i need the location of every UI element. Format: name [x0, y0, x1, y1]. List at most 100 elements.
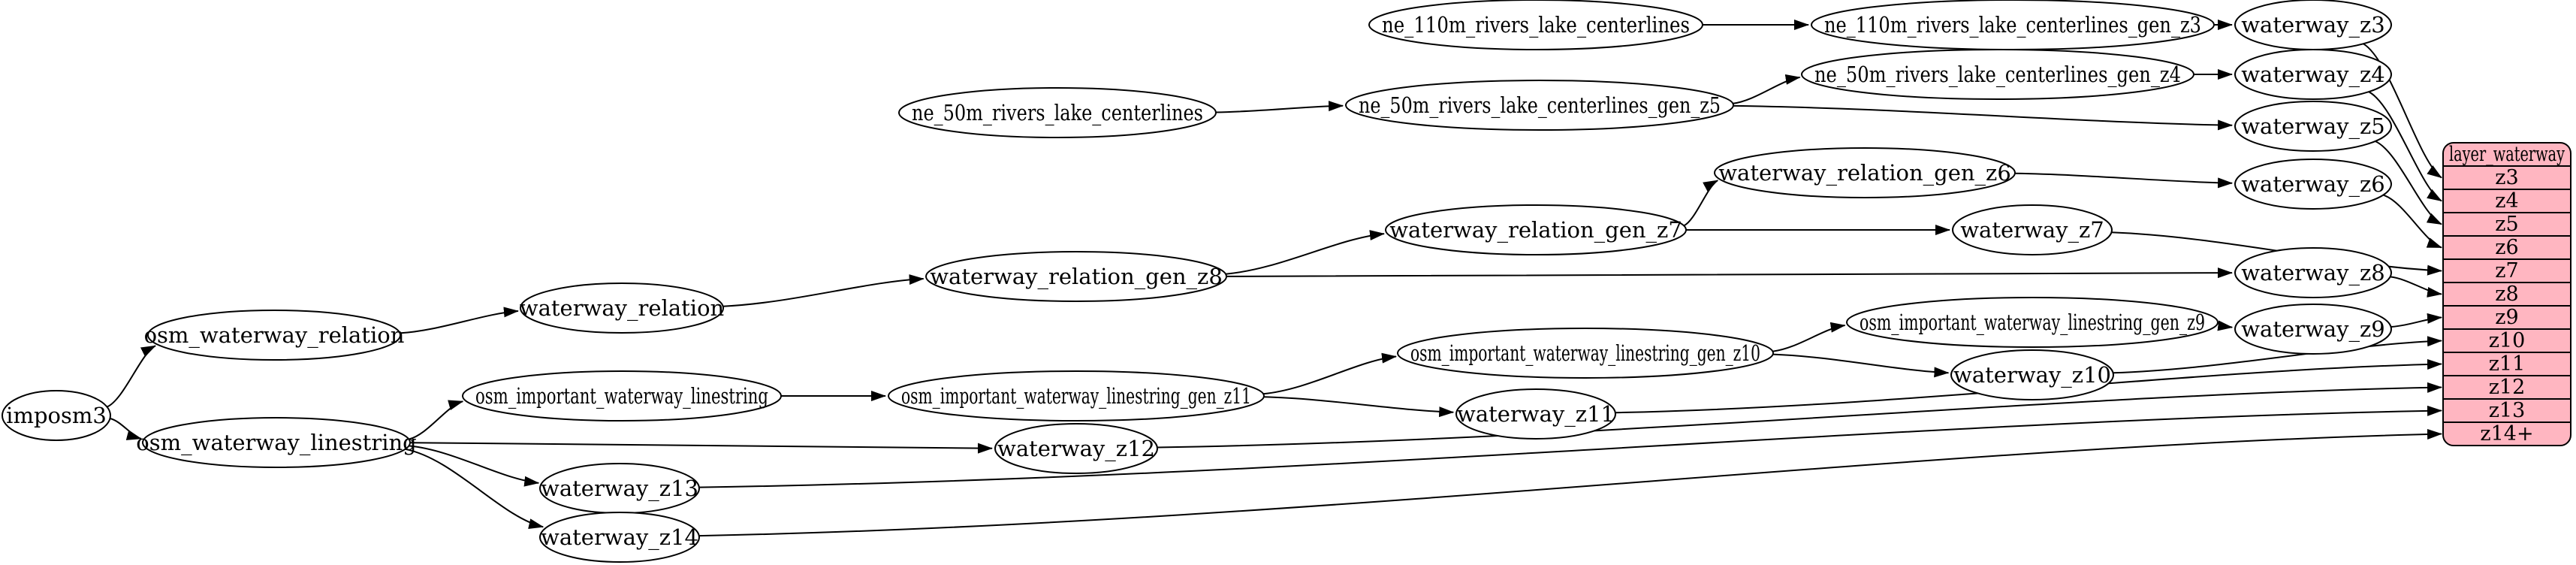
- node-osm_important_waterway_linestring_gen_z9: osm_important_waterway_linestring_gen_z9: [1846, 297, 2219, 348]
- waterway_z5-ellipse: [2234, 101, 2392, 152]
- waterway_relation_gen_z7-label: waterway_relation_gen_z7: [1389, 217, 1682, 243]
- osm_important_waterway_linestring-label: osm_important_waterway_linestring: [475, 383, 768, 409]
- node-ne_50m_rivers_lake_centerlines_gen_z4: ne_50m_rivers_lake_centerlines_gen_z4: [1801, 49, 2194, 100]
- node-waterway_z11: waterway_z11: [1455, 388, 1616, 440]
- edge-ne_50m_rivers_lake_centerlines_gen_z5-to-ne_50m_rivers_lake_centerlines_gen_z4: [1733, 74, 1801, 104]
- edge-ne_50m_rivers_lake_centerlines_gen_z5-to-waterway_z5: [1733, 104, 2234, 131]
- edge-waterway_z8-to-layer-row-z8: [2390, 276, 2442, 298]
- ne_110m_rivers_lake_centerlines-label: ne_110m_rivers_lake_centerlines: [1382, 12, 1690, 38]
- osm_important_waterway_linestring_gen_z9-label: osm_important_waterway_linestring_gen_z9: [1860, 310, 2205, 336]
- edge-osm_waterway_linestring-to-waterway_z13: [409, 445, 540, 487]
- waterway_z10-label: waterway_z10: [1953, 362, 2111, 388]
- edge-osm_important_waterway_linestring_gen_z9-to-waterway_z9: [2217, 320, 2234, 331]
- ne_110m_rivers_lake_centerlines-ellipse: [1368, 0, 1703, 50]
- node-waterway_z7: waterway_z7: [1952, 204, 2113, 255]
- waterway_z10-ellipse: [1950, 349, 2114, 400]
- layer-row-z13: z13: [2489, 399, 2526, 422]
- edge-waterway_relation-to-waterway_relation_gen_z8: [722, 274, 925, 307]
- waterway_z4-label: waterway_z4: [2241, 62, 2385, 88]
- osm_important_waterway_linestring-ellipse: [462, 370, 782, 421]
- edge-osm_waterway_linestring-to-waterway_z12: [409, 442, 993, 454]
- edge-osm_important_waterway_linestring_gen_z11-to-waterway_z11: [1263, 396, 1455, 418]
- layer-row-z9: z9: [2495, 306, 2518, 329]
- waterway_z14-ellipse: [539, 512, 700, 563]
- node-waterway_z13: waterway_z13: [539, 463, 700, 514]
- waterway_z12-ellipse: [994, 423, 1158, 474]
- layer-row-z8: z8: [2495, 282, 2518, 306]
- edge-imposm3-to-osm_waterway_relation: [107, 345, 156, 408]
- osm_important_waterway_linestring_gen_z11-ellipse: [888, 370, 1265, 421]
- node-waterway_z4: waterway_z4: [2234, 49, 2392, 100]
- edge-waterway_z9-to-layer-row-z9: [2390, 313, 2442, 328]
- waterway_relation_gen_z8-ellipse: [925, 251, 1227, 302]
- node-waterway_z8: waterway_z8: [2234, 247, 2392, 298]
- layer-row-z4: z4: [2495, 189, 2518, 213]
- ne_50m_rivers_lake_centerlines_gen_z4-label: ne_50m_rivers_lake_centerlines_gen_z4: [1814, 62, 2181, 88]
- node-osm_important_waterway_linestring_gen_z11: osm_important_waterway_linestring_gen_z1…: [888, 370, 1265, 421]
- layer-row-z3: z3: [2495, 166, 2518, 189]
- ne_50m_rivers_lake_centerlines_gen_z5-ellipse: [1345, 80, 1734, 131]
- osm_important_waterway_linestring_gen_z11-label: osm_important_waterway_linestring_gen_z1…: [901, 383, 1251, 409]
- node-osm_waterway_relation: osm_waterway_relation: [144, 310, 405, 361]
- osm_waterway_linestring-ellipse: [142, 417, 411, 468]
- node-ne_110m_rivers_lake_centerlines: ne_110m_rivers_lake_centerlines: [1368, 0, 1703, 50]
- waterway_z13-label: waterway_z13: [541, 476, 698, 502]
- node-ne_50m_rivers_lake_centerlines: ne_50m_rivers_lake_centerlines: [898, 87, 1217, 138]
- osm_waterway_relation-ellipse: [147, 310, 401, 361]
- edge-waterway_z5-to-layer-row-z5: [2375, 140, 2442, 225]
- waterway_z3-label: waterway_z3: [2241, 12, 2385, 38]
- waterway_z14-label: waterway_z14: [541, 524, 698, 551]
- waterway_z7-label: waterway_z7: [1960, 217, 2104, 243]
- layer-waterway-table-box: [2442, 142, 2571, 446]
- node-waterway_z12: waterway_z12: [994, 423, 1158, 474]
- osm_waterway_relation-label: osm_waterway_relation: [144, 322, 405, 349]
- ne_50m_rivers_lake_centerlines-ellipse: [898, 87, 1217, 138]
- waterway_z6-label: waterway_z6: [2241, 171, 2385, 198]
- edge-waterway_relation_gen_z6-to-waterway_z6: [2014, 172, 2234, 189]
- layer-row-z10: z10: [2489, 329, 2526, 352]
- edge-imposm3-to-osm_waterway_linestring: [110, 418, 142, 440]
- node-osm_important_waterway_linestring: osm_important_waterway_linestring: [462, 370, 782, 421]
- osm_important_waterway_linestring_gen_z9-ellipse: [1846, 297, 2219, 348]
- edge-osm_important_waterway_linestring_gen_z10-to-osm_important_waterway_linestring_gen_z9: [1772, 322, 1846, 352]
- waterway_relation_gen_z6-ellipse: [1714, 147, 2016, 198]
- node-ne_50m_rivers_lake_centerlines_gen_z5: ne_50m_rivers_lake_centerlines_gen_z5: [1345, 80, 1734, 131]
- edge-waterway_z14-to-layer-row-z14plus: [698, 428, 2442, 537]
- edge-osm_waterway_linestring-to-osm_important_waterway_linestring: [409, 400, 464, 440]
- node-ne_110m_rivers_lake_centerlines_gen_z3: ne_110m_rivers_lake_centerlines_gen_z3: [1811, 0, 2215, 50]
- edge-osm_waterway_relation-to-waterway_relation: [400, 307, 519, 334]
- osm_important_waterway_linestring_gen_z10-label: osm_important_waterway_linestring_gen_z1…: [1410, 340, 1760, 367]
- edge-osm_important_waterway_linestring_gen_z10-to-waterway_z10: [1772, 353, 1950, 378]
- waterway_z6-ellipse: [2234, 159, 2392, 210]
- node-osm_important_waterway_linestring_gen_z10: osm_important_waterway_linestring_gen_z1…: [1397, 328, 1774, 379]
- node-osm_waterway_linestring: osm_waterway_linestring: [136, 417, 417, 468]
- layer-row-z11: z11: [2489, 352, 2526, 376]
- layer-row-z14plus: z14+: [2480, 422, 2533, 446]
- edge-waterway_z10-to-layer-row-z10: [2113, 336, 2442, 374]
- waterway_z5-label: waterway_z5: [2241, 113, 2385, 140]
- waterway_relation-ellipse: [520, 282, 724, 334]
- osm_waterway_linestring-label: osm_waterway_linestring: [136, 430, 416, 456]
- waterway_z12-label: waterway_z12: [997, 436, 1155, 462]
- edge-osm_waterway_linestring-to-waterway_z14: [405, 448, 544, 529]
- waterway_z8-ellipse: [2234, 247, 2392, 298]
- node-waterway_z5: waterway_z5: [2234, 101, 2392, 152]
- edge-waterway_z4-to-layer-row-z4: [2368, 91, 2442, 202]
- edge-waterway_z6-to-layer-row-z6: [2382, 194, 2442, 249]
- edge-waterway_relation_gen_z7-to-waterway_relation_gen_z6: [1683, 180, 1719, 227]
- osm_important_waterway_linestring_gen_z10-ellipse: [1397, 328, 1774, 379]
- ne_110m_rivers_lake_centerlines_gen_z3-label: ne_110m_rivers_lake_centerlines_gen_z3: [1824, 12, 2201, 38]
- node-waterway_z14: waterway_z14: [539, 512, 700, 563]
- edge-osm_important_waterway_linestring_gen_z11-to-osm_important_waterway_linestring_gen_z10: [1263, 352, 1397, 395]
- waterway_z11-ellipse: [1455, 388, 1616, 440]
- layer-row-z12: z12: [2489, 376, 2526, 399]
- edge-waterway_z12-to-layer-row-z12: [1157, 382, 2442, 449]
- layer-row-z7: z7: [2495, 259, 2518, 282]
- waterway_z9-ellipse: [2234, 304, 2392, 355]
- layer-waterway-table-title: layer_waterway: [2449, 143, 2565, 166]
- layer-row-z5: z5: [2495, 213, 2518, 236]
- edge-waterway_relation_gen_z8-to-waterway_z8: [1226, 267, 2233, 279]
- nodes-layer: imposm3osm_waterway_relationosm_waterway…: [2, 0, 2392, 563]
- waterway_relation-label: waterway_relation: [520, 295, 724, 322]
